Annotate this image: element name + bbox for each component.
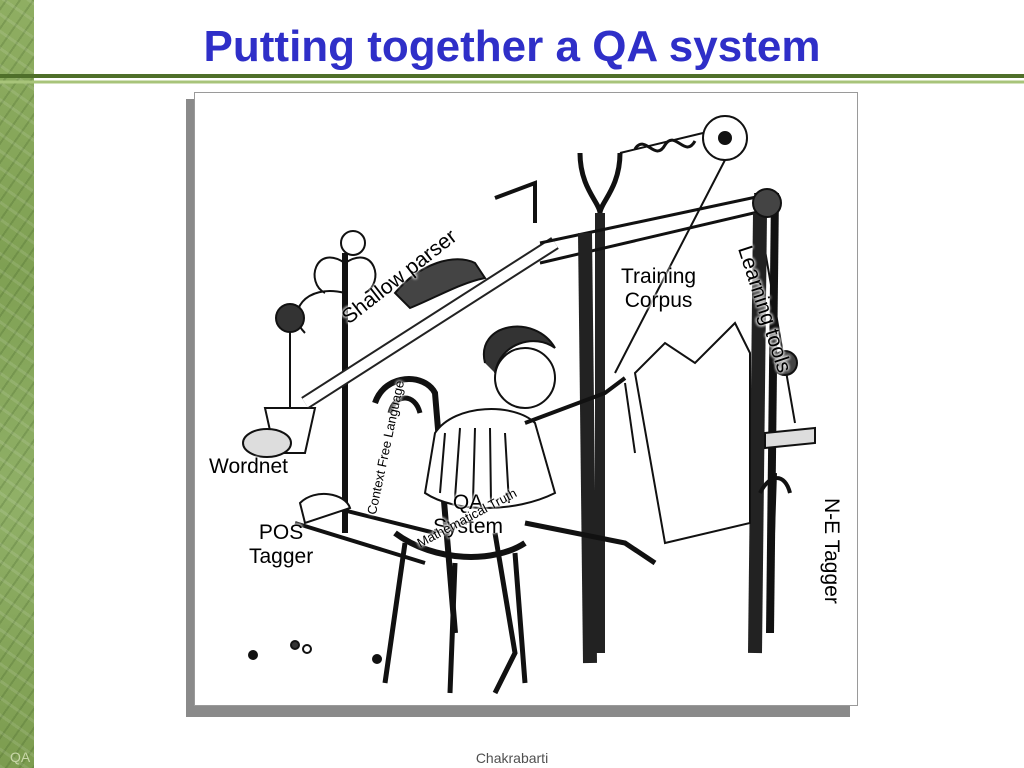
easel-post-right xyxy=(748,212,767,654)
label-training-corpus-line2: Corpus xyxy=(624,289,693,312)
rack-knob xyxy=(340,230,366,256)
marble xyxy=(248,650,258,660)
label-qa-system: QA System xyxy=(433,491,503,539)
girl-arm xyxy=(524,376,627,425)
canvas-mountains xyxy=(633,321,751,545)
label-pos-tagger: POS Tagger xyxy=(249,521,313,569)
chair-back xyxy=(372,376,458,634)
label-pos-tagger-line1: POS xyxy=(258,521,304,544)
label-wordnet: Wordnet xyxy=(209,455,288,478)
wordnet-basket xyxy=(242,428,292,458)
slide-title: Putting together a QA system xyxy=(203,22,821,71)
umbrella xyxy=(758,472,792,624)
footer-author: Chakrabarti xyxy=(475,750,549,766)
girl-hair xyxy=(482,325,556,374)
label-qa-system-line2: System xyxy=(433,515,504,538)
title-underline xyxy=(0,74,1024,84)
decorative-leaf-strip xyxy=(0,0,34,768)
left-pulley xyxy=(275,303,305,333)
label-ne-tagger: N-E Tagger xyxy=(820,498,843,604)
footer-left-text: QA xyxy=(10,749,31,765)
spring xyxy=(633,138,697,153)
tassel xyxy=(624,382,636,454)
girl-leg xyxy=(524,520,657,566)
gallows xyxy=(494,180,537,223)
chair-seat xyxy=(393,530,527,560)
illustration-drawing xyxy=(242,115,816,695)
label-training-corpus-line1: Training xyxy=(621,265,697,288)
label-pos-tagger-line2: Tagger xyxy=(249,545,314,568)
right-pulley xyxy=(752,188,782,218)
girl-head xyxy=(494,347,556,409)
pos-tagger-shoe xyxy=(298,492,352,525)
label-training-corpus: Training Corpus xyxy=(621,265,696,313)
cat-figure xyxy=(393,258,487,310)
slingshot xyxy=(577,152,623,214)
label-qa-system-line1: QA xyxy=(452,491,484,514)
easel-post-left xyxy=(578,232,597,664)
qa-system-illustration: Wordnet POS Tagger Shallow parser Traini… xyxy=(194,92,858,706)
